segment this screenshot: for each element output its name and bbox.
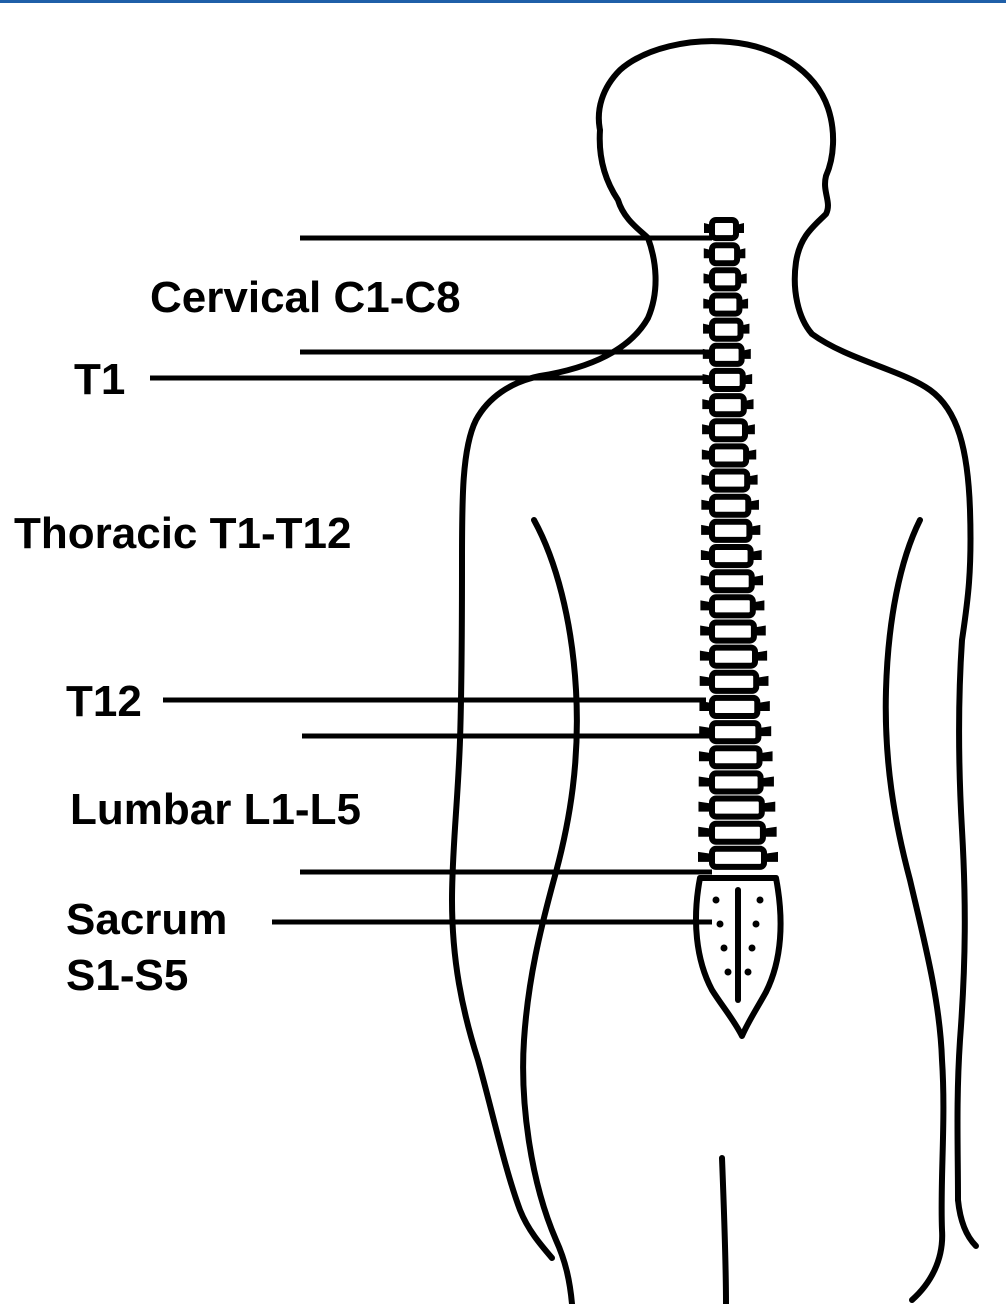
vertebra — [712, 799, 762, 817]
vertebra — [712, 270, 738, 288]
sacral-foramen — [725, 969, 732, 976]
cervical-label: Cervical C1-C8 — [150, 273, 461, 322]
vertebra — [712, 673, 756, 691]
vertebra — [712, 773, 761, 791]
vertebral-column — [698, 220, 778, 867]
vertebra — [712, 547, 751, 565]
lumbar-label: Lumbar L1-L5 — [70, 785, 361, 834]
vertebra — [712, 849, 764, 867]
region-labels: Cervical C1-C8 T1 Thoracic T1-T12 T12 Lu… — [14, 273, 461, 1000]
sacral-foramen — [713, 897, 720, 904]
thoracic-label: Thoracic T1-T12 — [14, 509, 351, 558]
left-arm-inner-line — [523, 520, 577, 1304]
vertebra — [712, 623, 754, 641]
sacral-foramen — [721, 945, 728, 952]
sacral-foramen — [745, 969, 752, 976]
vertebra — [712, 421, 745, 439]
right-arm-inner-line — [886, 520, 944, 1300]
vertebra — [712, 321, 741, 339]
vertebra — [712, 396, 744, 414]
sacrum-bone — [696, 878, 781, 1036]
right-hand-outline — [958, 1200, 976, 1246]
vertebra — [712, 522, 749, 540]
vertebra — [712, 723, 758, 741]
vertebra — [712, 371, 743, 389]
vertebra — [712, 472, 747, 490]
sacral-foramen — [749, 945, 756, 952]
sacral-foramen — [717, 921, 724, 928]
vertebra — [712, 346, 742, 364]
vertebra — [712, 497, 748, 515]
vertebra — [712, 296, 739, 314]
vertebra — [712, 698, 757, 716]
vertebra — [712, 597, 753, 615]
sacrum-label-line2: S1-S5 — [66, 951, 188, 1000]
vertebra — [712, 220, 736, 238]
sacral-foramen — [757, 897, 764, 904]
t12-label: T12 — [66, 677, 142, 726]
vertebra — [712, 446, 746, 464]
left-neck-shoulder-outline — [452, 238, 656, 1258]
vertebra — [712, 572, 752, 590]
gluteal-line — [722, 1158, 726, 1304]
vertebra — [712, 648, 755, 666]
sacral-foramen — [753, 921, 760, 928]
sacrum-label-line1: Sacrum — [66, 895, 227, 944]
head-neck-left-outline — [599, 41, 971, 1200]
t1-label: T1 — [74, 355, 125, 404]
vertebra — [712, 245, 737, 263]
vertebra — [712, 824, 763, 842]
vertebra — [712, 748, 760, 766]
